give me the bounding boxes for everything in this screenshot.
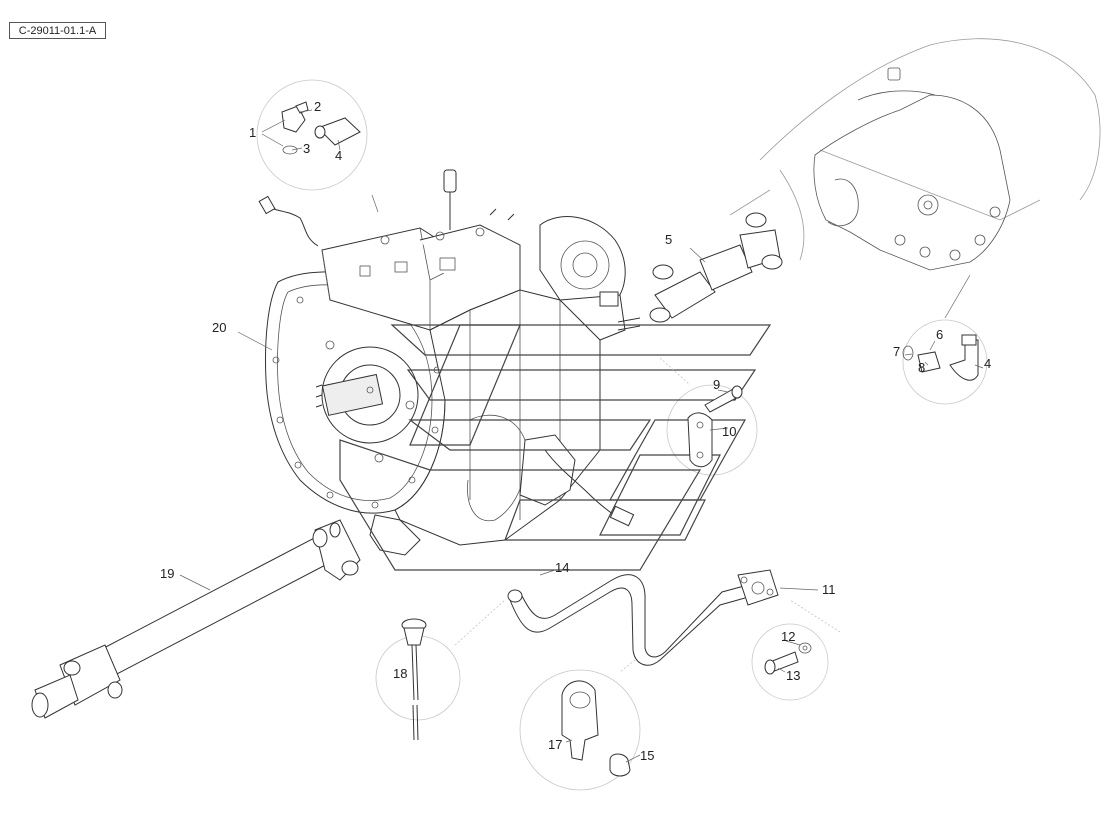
detail-top-fittings [281, 101, 361, 155]
callout-15: 15 [640, 748, 654, 763]
leader-lines [179, 109, 984, 763]
callout-19: 19 [160, 566, 174, 581]
transmission-assembly [258, 169, 641, 556]
callout-18: 18 [393, 666, 407, 681]
detail-right-fittings [902, 334, 979, 381]
callout-10: 10 [722, 424, 736, 439]
callout-9: 9 [713, 377, 720, 392]
detail-circle-bolt [751, 623, 829, 701]
part-11-flange [737, 569, 779, 606]
detail-circles [256, 79, 988, 791]
brand-watermark-lines [339, 324, 772, 571]
detail-circle-pipe-clip [519, 669, 641, 791]
part-14-pipe [507, 569, 779, 666]
callout-7: 7 [893, 344, 900, 359]
detail-pipe-clip [561, 680, 631, 777]
detail-bolt [764, 642, 812, 675]
callout-17: 17 [548, 737, 562, 752]
callout-12: 12 [781, 629, 795, 644]
callout-8: 8 [918, 360, 925, 375]
callout-2: 2 [314, 99, 321, 114]
callout-labels: 1 2 3 4 5 6 7 8 4 9 10 11 12 13 14 15 17… [160, 99, 991, 763]
callout-14: 14 [555, 560, 569, 575]
callout-13: 13 [786, 668, 800, 683]
callout-4-right: 4 [984, 356, 991, 371]
part-5-universal-joint [649, 212, 783, 323]
callout-1: 1 [249, 125, 256, 140]
callout-4: 4 [335, 148, 342, 163]
detail-circle-dipstick [375, 635, 461, 721]
axle-housing [729, 38, 1101, 271]
callout-6: 6 [936, 327, 943, 342]
callout-5: 5 [665, 232, 672, 247]
callout-20: 20 [212, 320, 226, 335]
detail-circle-fittings-top [256, 79, 368, 191]
drawing-code-label: C-29011-01.1-A [9, 22, 106, 39]
detail-circle-fittings-right [902, 319, 988, 405]
callout-3: 3 [303, 141, 310, 156]
detail-circle-clamp [666, 384, 758, 476]
detail-clamp [687, 385, 743, 468]
callout-11: 11 [822, 582, 836, 597]
part-18-dipstick [401, 618, 427, 741]
part-19-driveshaft [31, 519, 361, 719]
